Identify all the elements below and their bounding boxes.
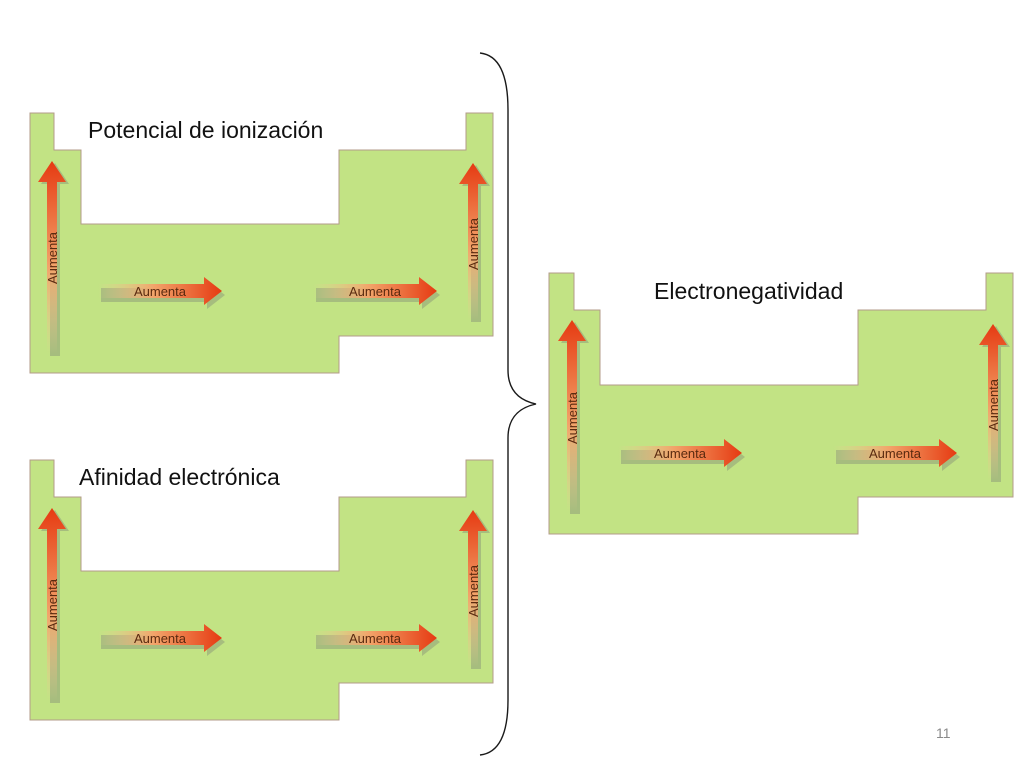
arrow-right-2: Aumenta (313, 277, 440, 309)
arrow-right-2: Aumenta (833, 439, 960, 471)
arrow-label: Aumenta (466, 564, 481, 617)
arrow-right-1: Aumenta (618, 439, 745, 471)
periodic-table-shape (29, 112, 494, 374)
periodic-table-shape (548, 272, 1014, 535)
arrow-label: Aumenta (654, 446, 707, 461)
arrow-label: Aumenta (45, 578, 60, 631)
arrow-label: Aumenta (349, 631, 402, 646)
arrow-up-left: Aumenta (558, 320, 589, 514)
arrow-right-1: Aumenta (98, 277, 225, 309)
slide-number: 11 (936, 725, 951, 741)
panel-title-affinity: Afinidad electrónica (79, 464, 280, 490)
arrow-up-right: Aumenta (459, 510, 490, 669)
arrow-up-right: Aumenta (459, 163, 490, 322)
arrow-up-right: Aumenta (979, 324, 1010, 482)
panel-electronegativity: Aumenta Aumenta Aumenta Aumenta (548, 272, 1014, 535)
arrow-right-1: Aumenta (98, 624, 225, 656)
periodic-table-shape (29, 459, 494, 721)
arrow-label: Aumenta (134, 631, 187, 646)
arrow-up-left: Aumenta (38, 161, 69, 356)
arrow-label: Aumenta (565, 391, 580, 444)
arrow-label: Aumenta (869, 446, 922, 461)
panel-electron-affinity: Aumenta Aumenta Aumenta Aumenta (29, 459, 494, 721)
arrow-label: Aumenta (349, 284, 402, 299)
arrow-right-2: Aumenta (313, 624, 440, 656)
panel-title-electronegativity: Electronegatividad (654, 278, 844, 304)
arrow-label: Aumenta (466, 217, 481, 270)
panel-title-ionization: Potencial de ionización (88, 117, 324, 143)
arrow-label: Aumenta (134, 284, 187, 299)
arrow-up-left: Aumenta (38, 508, 69, 703)
panel-ionization-potential: Aumenta Aumenta Aumenta Aumenta (29, 112, 494, 374)
curly-brace (479, 52, 537, 756)
arrow-label: Aumenta (45, 231, 60, 284)
arrow-label: Aumenta (986, 378, 1001, 431)
